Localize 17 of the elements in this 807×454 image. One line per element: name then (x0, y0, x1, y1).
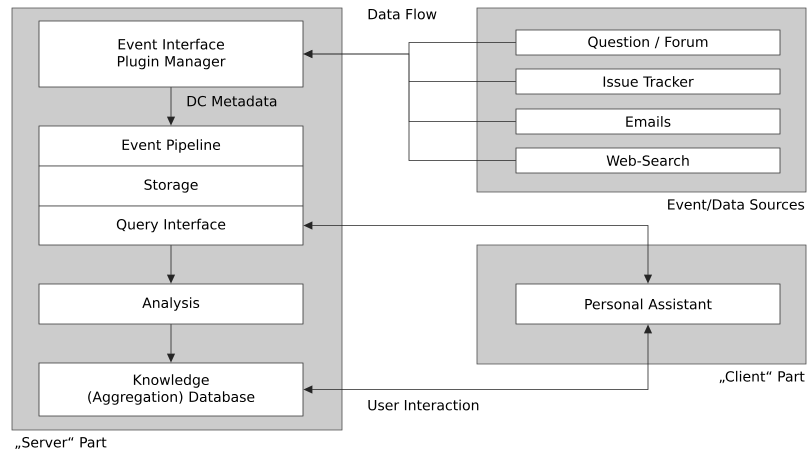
process-box: Knowledge (Aggregation) Database (38, 362, 304, 416)
process-box: Question / Forum (516, 30, 780, 56)
stack-layer: Query Interface (38, 206, 304, 246)
panel-heading: „Client“ Part (720, 370, 804, 384)
process-box: Event Interface Plugin Manager (38, 20, 304, 88)
process-box: Emails (516, 108, 780, 134)
process-box: Issue Tracker (516, 68, 780, 94)
edge-label: Data Flow (366, 8, 438, 20)
panel-heading: Event/Data Sources (668, 199, 804, 211)
stack-layer: Storage (38, 166, 304, 206)
process-box: Web-Search (516, 148, 780, 174)
edge-label: DC Metadata (185, 94, 278, 108)
stack-layer: Event Pipeline (38, 126, 304, 166)
edge-label: User Interaction (366, 398, 481, 412)
panel-heading: „Server“ Part (15, 436, 106, 449)
process-box: Analysis (38, 284, 304, 324)
process-box: Personal Assistant (516, 284, 780, 324)
